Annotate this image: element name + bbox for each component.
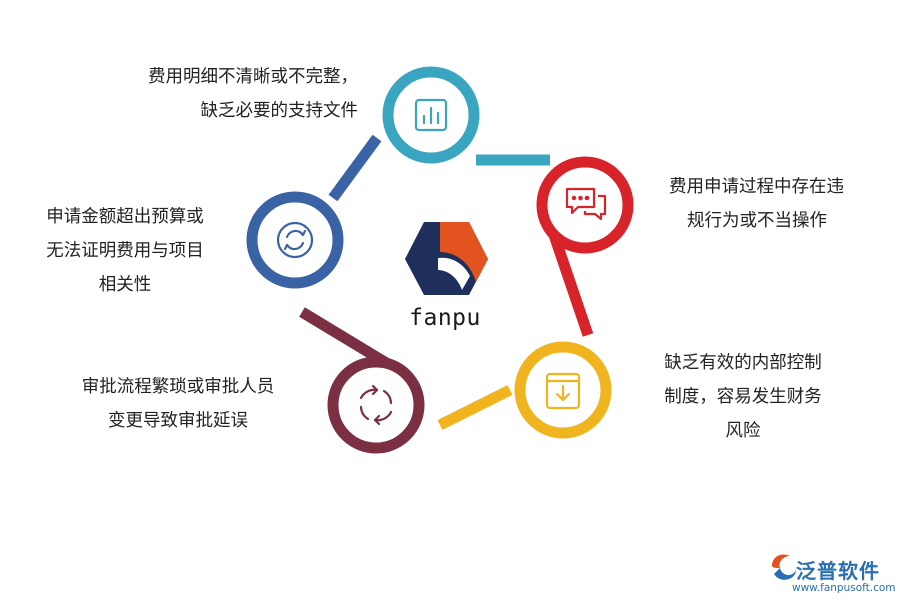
connector-bottom-right	[437, 385, 513, 430]
fanpu-swirl-logo-icon	[772, 554, 796, 580]
watermark-url: www.fanpusoft.com	[792, 582, 896, 594]
label-bottom-left-line-2: 变更导致审批延误	[108, 411, 248, 431]
connector-bottom-left	[299, 307, 391, 369]
label-right-line-2: 规行为或不当操作	[687, 211, 827, 231]
connector-left	[328, 134, 382, 202]
label-top: 费用明细不清晰或不完整， 缺乏必要的支持文件	[100, 60, 358, 128]
chat-bubbles-icon	[565, 187, 607, 221]
label-bottom-left: 审批流程繁琐或审批人员 变更导致审批延误	[48, 370, 308, 438]
node-bottom-right	[514, 341, 612, 439]
label-bottom-left-line-1: 审批流程繁琐或审批人员	[81, 377, 275, 397]
label-bottom-right: 缺乏有效的内部控制 制度，容易发生财务 风险	[638, 346, 848, 448]
connector-right	[547, 230, 594, 337]
label-left-line-1: 申请金额超出预算或	[46, 207, 204, 227]
label-top-line-1: 费用明细不清晰或不完整，	[148, 67, 358, 87]
label-right-line-1: 费用申请过程中存在违	[669, 177, 844, 197]
refresh-cycle-icon	[359, 384, 393, 426]
node-right	[536, 156, 634, 254]
fanpu-logo-icon	[405, 222, 488, 295]
node-top	[382, 66, 480, 164]
watermark-name: 泛普软件	[796, 559, 880, 583]
sync-icon	[276, 221, 314, 259]
center-brand-name: fanpu	[409, 305, 481, 331]
bar-chart-icon	[414, 98, 448, 132]
label-bottom-right-line-2: 制度，容易发生财务	[664, 387, 822, 407]
connectors	[299, 134, 594, 430]
label-right: 费用申请过程中存在违 规行为或不当操作	[669, 170, 889, 238]
node-bottom-left	[327, 356, 425, 454]
download-box-icon	[545, 372, 581, 410]
label-bottom-right-line-3: 风险	[725, 421, 761, 441]
label-left-line-2: 无法证明费用与项目	[46, 241, 204, 261]
node-left	[246, 191, 344, 289]
label-left-line-3: 相关性	[98, 275, 152, 295]
label-bottom-right-line-1: 缺乏有效的内部控制	[664, 353, 822, 373]
label-top-line-2: 缺乏必要的支持文件	[200, 101, 359, 121]
label-left: 申请金额超出预算或 无法证明费用与项目 相关性	[15, 200, 235, 302]
